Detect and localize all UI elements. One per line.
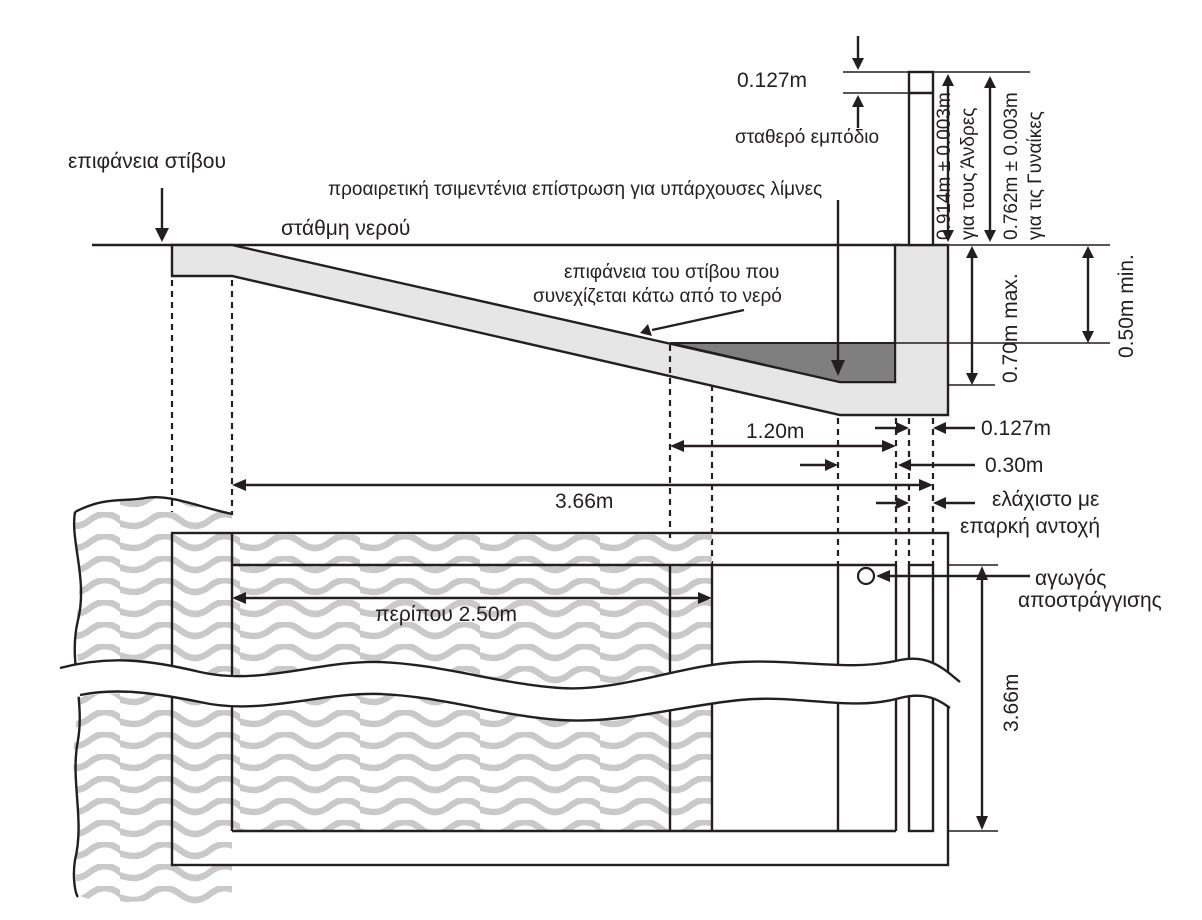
- hurdle-post: [907, 70, 935, 247]
- dim-030-arrows: [800, 459, 975, 471]
- dim-366-v-arrows: [948, 564, 998, 832]
- label-min-strength-1: ελάχιστο με: [992, 488, 1099, 511]
- label-dim-366-v: 3.66m: [1000, 674, 1023, 732]
- dim-250-arrows: [232, 592, 712, 604]
- label-dim-men: 0.914m ± 0.003m: [934, 92, 955, 240]
- label-dim-120: 1.20m: [746, 420, 804, 443]
- label-dim-366-h: 3.66m: [555, 490, 613, 513]
- label-dim-women: 0.762m ± 0.003m: [1001, 92, 1022, 240]
- label-dim-250: περίπου 2.50m: [375, 603, 517, 626]
- concrete-lining-arrow: [831, 200, 845, 376]
- label-track-under-water-1: επιφάνεια του στίβου που: [564, 262, 779, 283]
- dim-0127-arrows: [875, 422, 975, 434]
- label-dim-min-depth: 0.50m min.: [1115, 254, 1138, 358]
- label-drain-2: αποστράγγισης: [1018, 589, 1162, 612]
- hurdle-height-men-dim: [933, 71, 1030, 242]
- label-dim-women-sub: για τις Γυναίκες: [1025, 111, 1046, 240]
- label-fixed-hurdle: σταθερό εμπόδιο: [735, 127, 879, 148]
- plan-break: [60, 658, 960, 721]
- label-dim-top-bar: 0.127m: [737, 69, 807, 92]
- dim-120-arrows: [670, 440, 896, 452]
- label-track-surface: επιφάνεια στίβου: [68, 150, 226, 173]
- min-strength-arrows: [876, 497, 975, 509]
- min-depth-dim: [895, 246, 1110, 344]
- label-concrete-lining: προαιρετική τσιμεντένια επίστρωση για υπ…: [328, 179, 822, 200]
- label-min-strength-2: επαρκή αντοχή: [960, 515, 1100, 538]
- label-dim-max-depth: 0.70m max.: [999, 273, 1022, 383]
- hurdle-height-women-dim: [984, 76, 996, 242]
- label-water-level: στάθμη νερού: [281, 217, 410, 240]
- label-drain-1: αγωγός: [1035, 567, 1106, 590]
- label-dim-030: 0.30m: [985, 454, 1043, 477]
- label-dim-0127: 0.127m: [981, 417, 1051, 440]
- label-dim-men-sub: για τους Άνδρες: [958, 108, 979, 240]
- track-surface-arrow: [155, 188, 169, 242]
- max-depth-dim: [948, 246, 995, 386]
- top-bar-dimension: [843, 36, 925, 128]
- concrete-slope: [170, 243, 950, 417]
- label-track-under-water-2: συνεχίζεται κάτω από το νερό: [533, 286, 782, 307]
- dim-366-h-arrows: [232, 479, 933, 491]
- guide-lines: [170, 280, 935, 565]
- track-under-water-arrow: [640, 308, 745, 336]
- drain-marker: [856, 566, 1030, 586]
